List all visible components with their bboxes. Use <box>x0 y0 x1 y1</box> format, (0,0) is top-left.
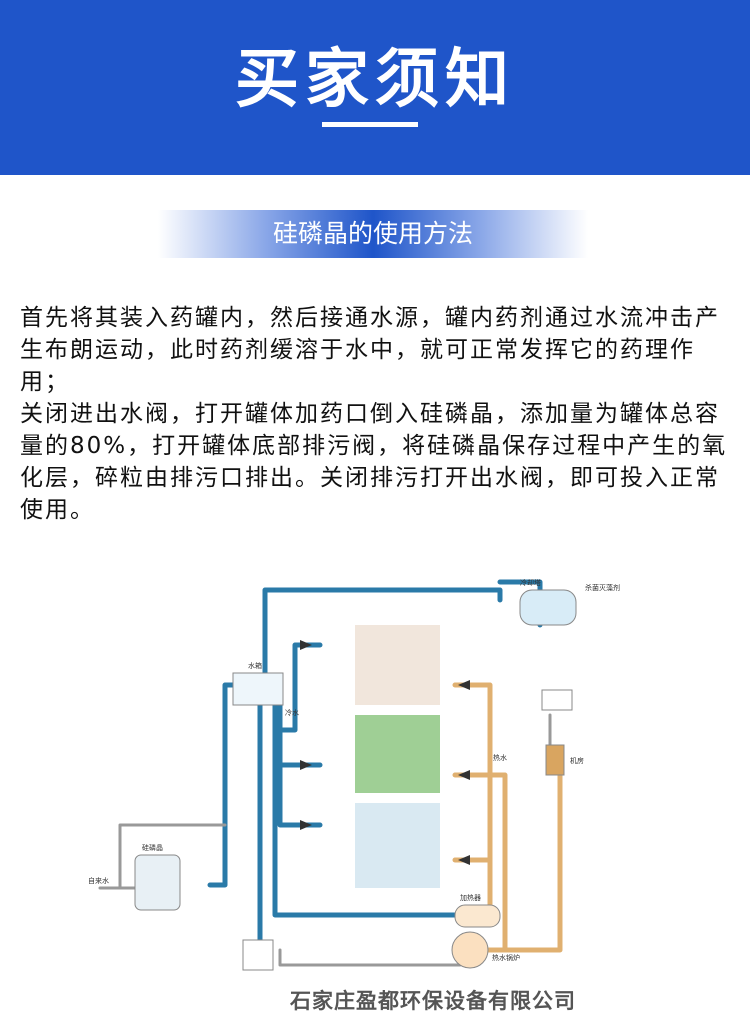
collection-tank <box>242 939 274 971</box>
label-boiler: 热水锅炉 <box>492 953 520 962</box>
title-underline <box>322 122 418 127</box>
label-heater: 加热器 <box>460 893 481 902</box>
section-title: 硅磷晶的使用方法 <box>158 210 588 258</box>
label-water-tank: 水箱 <box>248 661 262 670</box>
machine-room-fan <box>541 689 573 711</box>
water-tank <box>232 672 284 706</box>
company-watermark: 石家庄盈都环保设备有限公司 <box>290 988 576 1013</box>
label-tap-water: 自来水 <box>88 876 109 885</box>
photo-vegetables <box>355 715 440 793</box>
label-silicon-phosphate: 硅磷晶 <box>142 843 163 852</box>
label-machine-room: 机房 <box>570 756 584 765</box>
paragraph: 关闭进出水阀，打开罐体加药口倒入硅磷晶，添加量为罐体总容量的80%，打开罐体底部… <box>20 401 728 523</box>
tap-water-pipes <box>98 713 552 967</box>
heater <box>454 904 501 928</box>
cooling-tower <box>519 589 577 626</box>
water-system-diagram: 冷却塔 杀菌灭藻剂 水箱 冷水 热水 机房 加热器 热水锅炉 硅磷晶 自来水 <box>88 578 620 971</box>
label-sterilizer: 杀菌灭藻剂 <box>585 583 620 592</box>
photo-face-wash <box>355 625 440 705</box>
label-hot-water: 热水 <box>493 753 507 762</box>
instructions-text: 首先将其装入药罐内，然后接通水源，罐内药剂通过水流冲击产生布朗运动，此时药剂缓溶… <box>20 302 732 526</box>
machine-room <box>545 744 565 776</box>
label-cooling-tower: 冷却塔 <box>520 578 541 587</box>
photo-smiling-woman <box>355 803 440 888</box>
page-title: 买家须知 <box>235 43 515 117</box>
label-cold-water: 冷水 <box>285 708 299 717</box>
paragraph: 首先将其装入药罐内，然后接通水源，罐内药剂通过水流冲击产生布朗运动，此时药剂缓溶… <box>20 305 720 395</box>
header-banner: 买家须知 <box>0 0 750 175</box>
silicon-phosphate-dispenser <box>134 854 181 911</box>
boiler <box>451 931 489 969</box>
cold-water-pipes <box>207 579 543 958</box>
